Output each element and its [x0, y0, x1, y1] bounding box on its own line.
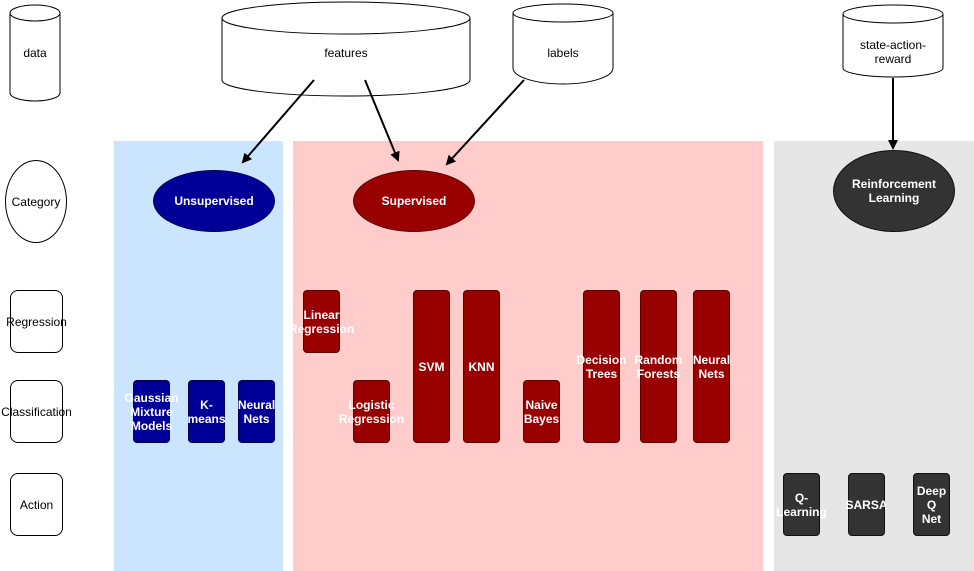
knn-node: KNN — [463, 290, 500, 443]
supervised-node: Supervised — [353, 170, 475, 232]
unsupervised-node: Unsupervised — [153, 170, 275, 232]
random-forests-node: Random Forests — [635, 290, 683, 443]
reinforcement-node: Reinforcement Learning — [833, 150, 955, 232]
sarsa-node: SARSA — [846, 473, 888, 536]
linear-regression-node: Linear Regression — [289, 290, 354, 353]
classification-row-label: Classification — [1, 380, 72, 443]
svm-node: SVM — [413, 290, 450, 443]
category-row-label: Category — [5, 160, 67, 243]
neural-nets-supervised-node: Neural Nets — [693, 290, 730, 443]
logistic-regression-node: Logistic Regression — [339, 380, 404, 443]
arrow-features-to-unsupervised — [241, 79, 315, 164]
deep-q-net-node: Deep Q Net — [913, 473, 950, 536]
labels-label: labels — [547, 46, 579, 60]
k-means-node: K- means — [187, 380, 226, 443]
neural-nets-unsupervised-node: Neural Nets — [238, 380, 275, 443]
action-row-label: Action — [10, 473, 63, 536]
q-learning-node: Q- Learning — [776, 473, 827, 536]
decision-trees-node: Decision Trees — [577, 290, 627, 443]
state-action-reward-label: state-action- reward — [859, 38, 927, 66]
features-label: features — [324, 46, 368, 60]
state-action-reward-cylinder — [842, 4, 944, 78]
labels-cylinder — [512, 3, 614, 85]
arrow-features-to-supervised — [364, 79, 400, 162]
arrow-labels-to-supervised — [445, 79, 525, 166]
features-cylinder — [221, 1, 471, 97]
data-row-cylinder — [9, 4, 61, 102]
gaussian-mixture-models-node: Gaussian Mixture Models — [124, 380, 179, 443]
naive-bayes-node: Naive Bayes — [523, 380, 560, 443]
data-row-label: data — [23, 46, 47, 60]
regression-row-label: Regression — [6, 290, 67, 353]
